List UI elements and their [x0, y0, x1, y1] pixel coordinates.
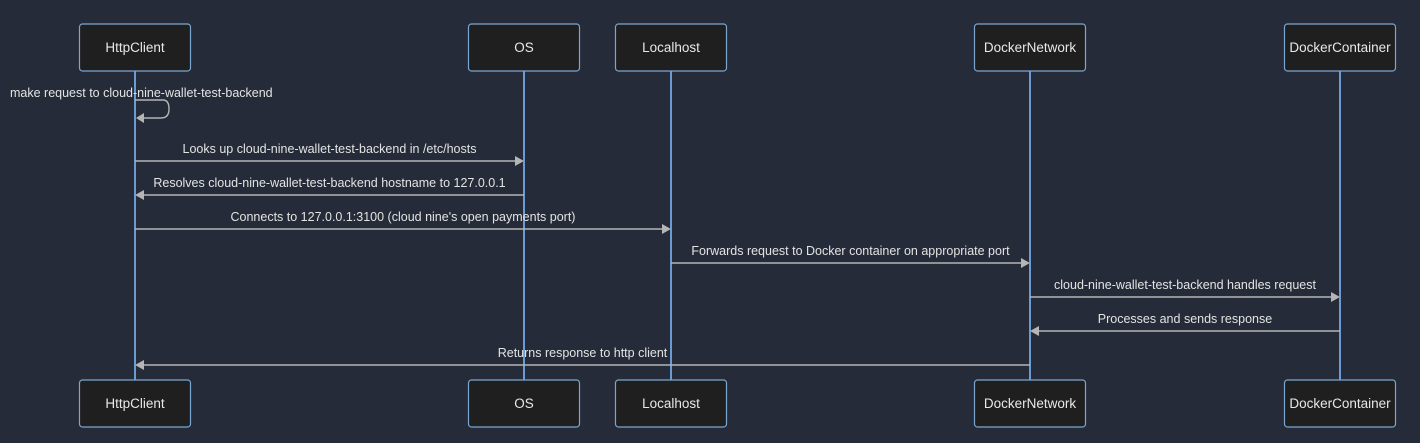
arrowhead: [662, 224, 671, 234]
message-label: Connects to 127.0.0.1:3100 (cloud nine's…: [231, 210, 576, 224]
arrowhead: [1331, 292, 1340, 302]
message-label: Resolves cloud-nine-wallet-test-backend …: [153, 176, 505, 190]
arrowhead: [135, 190, 144, 200]
message-label: Returns response to http client: [498, 346, 668, 360]
participant-box-shape: [614, 379, 728, 428]
participant-label: DockerContainer: [1289, 396, 1391, 411]
participant-box-shape: [1283, 23, 1397, 72]
arrowhead: [515, 156, 524, 166]
participant-localhost-top[interactable]: Localhost: [614, 23, 728, 72]
participant-boxes-top: HttpClient OS Localhost DockerNetwork Docker…: [78, 23, 1397, 72]
messages-layer: make request to cloud-nine-wallet-test-b…: [10, 86, 1340, 370]
message-6: Processes and sends response: [1030, 312, 1340, 336]
participant-dockercontainer-bottom[interactable]: DockerContainer: [1283, 379, 1397, 428]
participant-label: Localhost: [642, 396, 700, 411]
message-1: Looks up cloud-nine-wallet-test-backend …: [135, 142, 524, 166]
message-label: Forwards request to Docker container on …: [691, 244, 1010, 258]
message-7: Returns response to http client: [135, 346, 1030, 370]
message-0: make request to cloud-nine-wallet-test-b…: [10, 86, 273, 123]
participant-label: DockerNetwork: [984, 40, 1077, 55]
participant-box-shape: [614, 23, 728, 72]
participant-os-top[interactable]: OS: [467, 23, 581, 72]
participant-box-shape: [973, 23, 1087, 72]
message-label: make request to cloud-nine-wallet-test-b…: [10, 86, 273, 100]
participant-box-shape: [467, 379, 581, 428]
participant-label: DockerNetwork: [984, 396, 1077, 411]
participant-boxes-bottom: HttpClient OS Localhost DockerNetwork Docker…: [78, 379, 1397, 428]
message-2: Resolves cloud-nine-wallet-test-backend …: [135, 176, 524, 200]
message-3: Connects to 127.0.0.1:3100 (cloud nine's…: [135, 210, 671, 234]
participant-box-shape: [1283, 379, 1397, 428]
self-message-loop: [135, 99, 170, 119]
participant-box-shape: [78, 379, 192, 428]
participant-httpclient-bottom[interactable]: HttpClient: [78, 379, 192, 428]
participant-box-shape: [78, 23, 192, 72]
arrowhead: [1021, 258, 1030, 268]
arrowhead: [136, 113, 144, 123]
participant-label: OS: [514, 396, 534, 411]
participant-dockernetwork-bottom[interactable]: DockerNetwork: [973, 379, 1087, 428]
participant-label: DockerContainer: [1289, 40, 1391, 55]
participant-box-shape: [973, 379, 1087, 428]
participant-httpclient-top[interactable]: HttpClient: [78, 23, 192, 72]
participant-label: OS: [514, 40, 534, 55]
participant-label: HttpClient: [105, 40, 165, 55]
arrowhead: [135, 360, 144, 370]
participant-label: HttpClient: [105, 396, 165, 411]
participant-os-bottom[interactable]: OS: [467, 379, 581, 428]
lifelines-layer: [134, 71, 1341, 380]
message-4: Forwards request to Docker container on …: [671, 244, 1030, 268]
participant-localhost-bottom[interactable]: Localhost: [614, 379, 728, 428]
message-label: Looks up cloud-nine-wallet-test-backend …: [183, 142, 477, 156]
participant-box-shape: [467, 23, 581, 72]
message-label: Processes and sends response: [1098, 312, 1272, 326]
participant-dockernetwork-top[interactable]: DockerNetwork: [973, 23, 1087, 72]
participant-label: Localhost: [642, 40, 700, 55]
participant-dockercontainer-top[interactable]: DockerContainer: [1283, 23, 1397, 72]
message-label: cloud-nine-wallet-test-backend handles r…: [1054, 278, 1316, 292]
message-5: cloud-nine-wallet-test-backend handles r…: [1030, 278, 1340, 302]
arrowhead: [1030, 326, 1039, 336]
